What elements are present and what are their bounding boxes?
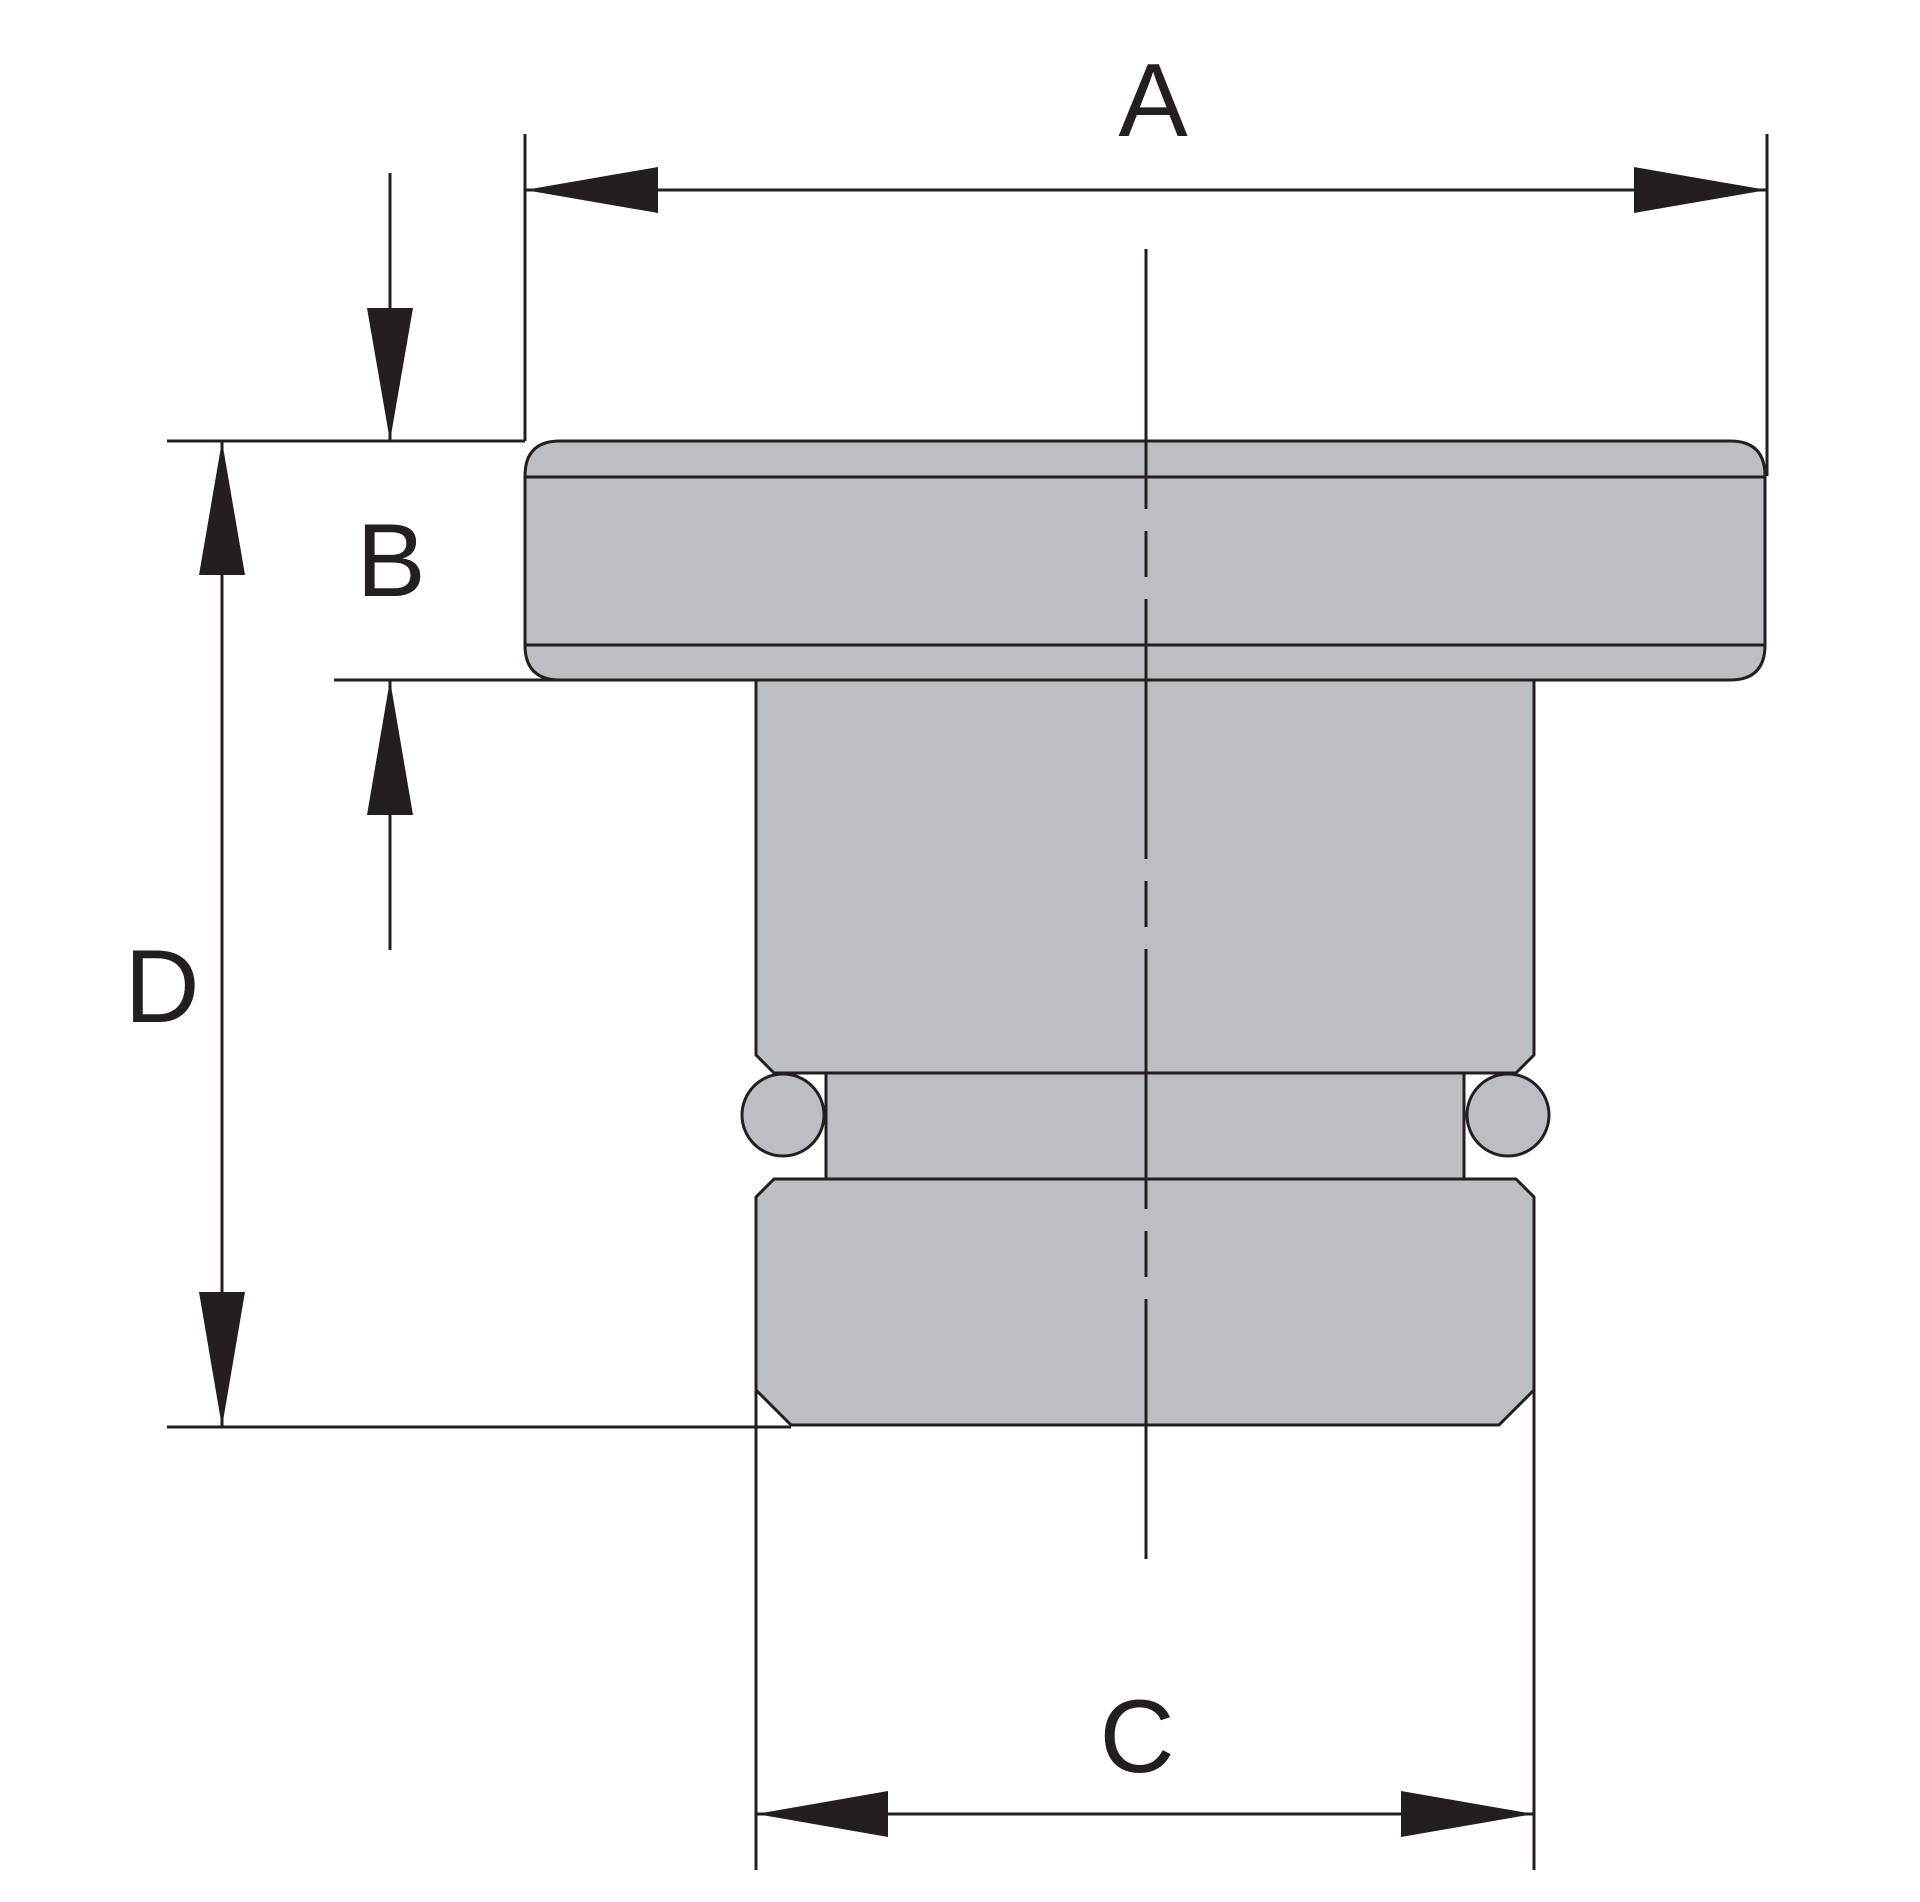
dimension-d: D <box>124 441 791 1429</box>
upper-shank <box>754 678 1536 1075</box>
dimension-d-arrow-top <box>199 441 245 575</box>
dimension-c: C <box>754 1390 1536 1870</box>
dimension-a-arrow-left <box>525 167 658 213</box>
dimension-a-label: A <box>1118 43 1188 159</box>
dimension-c-label: C <box>1099 1679 1174 1795</box>
o-ring-left <box>740 1072 826 1158</box>
dimension-b-arrow-top <box>367 308 413 441</box>
dimension-c-arrow-left <box>756 1791 888 1837</box>
dimension-d-label: D <box>124 929 199 1045</box>
dimension-a: A <box>523 43 1769 476</box>
dimension-d-arrow-bottom <box>199 1292 245 1427</box>
dimension-c-arrow-right <box>1401 1791 1534 1837</box>
dimension-b: B <box>167 173 560 950</box>
dimension-b-arrow-bottom <box>367 680 413 815</box>
part-body <box>523 439 1767 1427</box>
dimension-b-label: B <box>356 503 425 619</box>
o-ring-right <box>1465 1072 1551 1158</box>
dimension-a-arrow-right <box>1634 167 1767 213</box>
